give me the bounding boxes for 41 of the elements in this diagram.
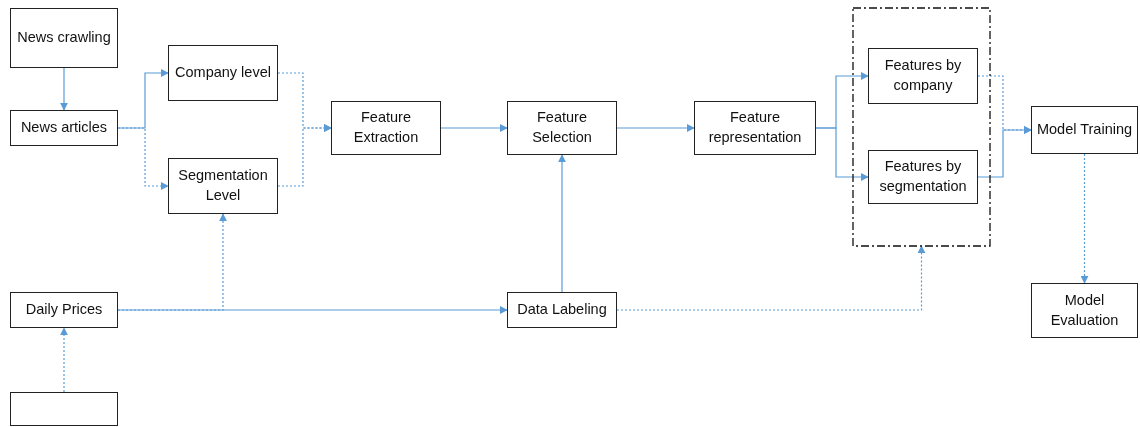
arrow: [277, 124, 332, 187]
group-frame: [853, 8, 990, 246]
node-label: Feature Extraction: [352, 108, 420, 147]
process-box: [1031, 283, 1138, 338]
node-label: Feature representation: [707, 108, 803, 147]
arrow: [977, 126, 1032, 178]
node-label: Daily Prices: [25, 300, 103, 320]
process-box: [868, 48, 978, 104]
node-label: Model Evaluation: [1049, 290, 1120, 330]
arrow: [815, 127, 869, 181]
arrow: [616, 124, 695, 132]
arrow: [117, 69, 169, 129]
process-box: [10, 110, 118, 146]
arrow: [60, 327, 68, 393]
node-label: Data Labeling: [517, 300, 607, 320]
arrow: [117, 306, 508, 314]
arrow: [117, 127, 169, 190]
process-box: [168, 45, 278, 101]
node-label: Features by company: [883, 56, 963, 95]
process-box: [868, 150, 978, 204]
arrow: [60, 67, 68, 111]
node-label: Model Training: [1036, 120, 1133, 140]
node-label: Features by segmentation: [878, 157, 968, 196]
process-box: [507, 101, 617, 155]
node-label: Company level: [175, 63, 271, 83]
process-box: [694, 101, 816, 155]
process-box: [331, 101, 441, 155]
node-label: News articles: [20, 118, 108, 138]
process-box: [10, 8, 118, 68]
node-label: Segmentation Level: [177, 166, 269, 205]
node-label: News crawling: [17, 28, 111, 48]
arrow: [440, 124, 508, 132]
process-box: [10, 292, 118, 328]
arrow: [1080, 153, 1089, 284]
process-box: [10, 392, 118, 426]
process-box: [168, 158, 278, 214]
arrow: [616, 245, 926, 311]
arrow: [558, 154, 566, 293]
node-label: Feature Selection: [531, 108, 593, 147]
process-box: [507, 292, 617, 328]
process-box: [1031, 106, 1138, 154]
